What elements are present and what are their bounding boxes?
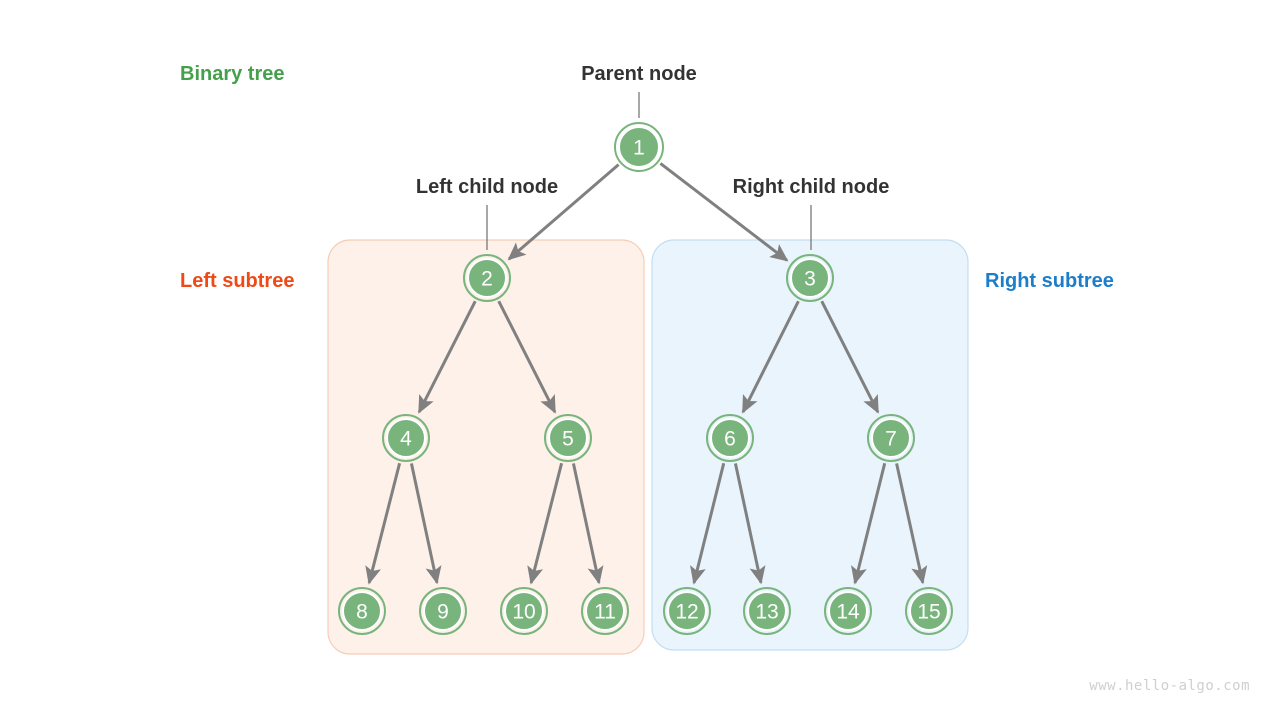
tree-edge [417, 300, 477, 414]
node-circle [423, 591, 463, 631]
node-circle [667, 591, 707, 631]
tree-node[interactable]: 8 [338, 587, 386, 635]
node-outer-ring [706, 414, 754, 462]
tree-node[interactable]: 4 [382, 414, 430, 462]
tree-node[interactable]: 5 [544, 414, 592, 462]
tree-edges [365, 162, 928, 585]
right-subtree-label: Right subtree [985, 270, 1114, 292]
node-value: 10 [512, 601, 535, 624]
node-value: 1 [633, 137, 645, 160]
tree-node[interactable]: 10 [500, 587, 548, 635]
node-value: 15 [917, 601, 940, 624]
left-subtree-region [327, 239, 645, 655]
node-value: 2 [481, 268, 493, 291]
tree-edge [497, 300, 557, 414]
subtree-regions [327, 239, 969, 655]
node-value: 4 [400, 428, 412, 451]
tree-node[interactable]: 2 [463, 254, 511, 302]
node-outer-ring [663, 587, 711, 635]
node-outer-ring [544, 414, 592, 462]
node-circle [710, 418, 750, 458]
tree-node[interactable]: 12 [663, 587, 711, 635]
node-circle [386, 418, 426, 458]
node-outer-ring [500, 587, 548, 635]
node-outer-ring [905, 587, 953, 635]
left-subtree-label: Left subtree [180, 270, 294, 292]
tree-edge [820, 300, 880, 414]
node-circle [467, 258, 507, 298]
node-outer-ring [382, 414, 430, 462]
node-value: 11 [594, 601, 616, 624]
tree-edge [409, 463, 442, 585]
tree-edge [741, 300, 800, 414]
tree-edge [733, 463, 766, 585]
node-outer-ring [786, 254, 834, 302]
node-circle [790, 258, 830, 298]
tree-edge [507, 163, 620, 261]
node-circle [342, 591, 382, 631]
tree-node[interactable]: 3 [786, 254, 834, 302]
tree-node[interactable]: 9 [419, 587, 467, 635]
node-value: 7 [885, 428, 897, 451]
tree-node[interactable]: 15 [905, 587, 953, 635]
node-circle [871, 418, 911, 458]
tree-node[interactable]: 1 [614, 122, 664, 172]
watermark: www.hello-algo.com [1089, 678, 1250, 694]
node-value: 12 [675, 601, 698, 624]
tree-node[interactable]: 7 [867, 414, 915, 462]
node-value: 8 [356, 601, 368, 624]
node-outer-ring [338, 587, 386, 635]
parent-node-label: Parent node [581, 63, 697, 85]
node-circle [504, 591, 544, 631]
node-circle [618, 126, 660, 168]
tree-node[interactable]: 11 [581, 587, 629, 635]
tree-edge [851, 462, 887, 585]
tree-node[interactable]: 13 [743, 587, 791, 635]
tree-node[interactable]: 14 [824, 587, 872, 635]
node-circle [909, 591, 949, 631]
tree-edge [690, 462, 726, 585]
tree-edge [527, 462, 564, 585]
node-value: 6 [724, 428, 736, 451]
node-outer-ring [614, 122, 664, 172]
node-value: 3 [804, 268, 816, 291]
callout-leader-lines [486, 92, 812, 250]
tree-edge [895, 463, 928, 585]
tree-node[interactable]: 6 [706, 414, 754, 462]
node-value: 5 [562, 428, 574, 451]
node-value: 14 [836, 601, 860, 624]
node-circle [747, 591, 787, 631]
node-circle [548, 418, 588, 458]
page-title: Binary tree [180, 63, 285, 85]
node-circle [828, 591, 868, 631]
left-child-node-label: Left child node [416, 176, 558, 198]
node-circle [585, 591, 625, 631]
node-outer-ring [463, 254, 511, 302]
tree-edge [365, 462, 402, 585]
right-child-node-label: Right child node [733, 176, 890, 198]
node-value: 13 [755, 601, 778, 624]
node-outer-ring [743, 587, 791, 635]
node-outer-ring [581, 587, 629, 635]
node-outer-ring [867, 414, 915, 462]
node-outer-ring [824, 587, 872, 635]
node-value: 9 [437, 601, 449, 624]
right-subtree-region [651, 239, 969, 651]
node-outer-ring [419, 587, 467, 635]
tree-edge [571, 463, 604, 585]
tree-edge [659, 162, 789, 262]
